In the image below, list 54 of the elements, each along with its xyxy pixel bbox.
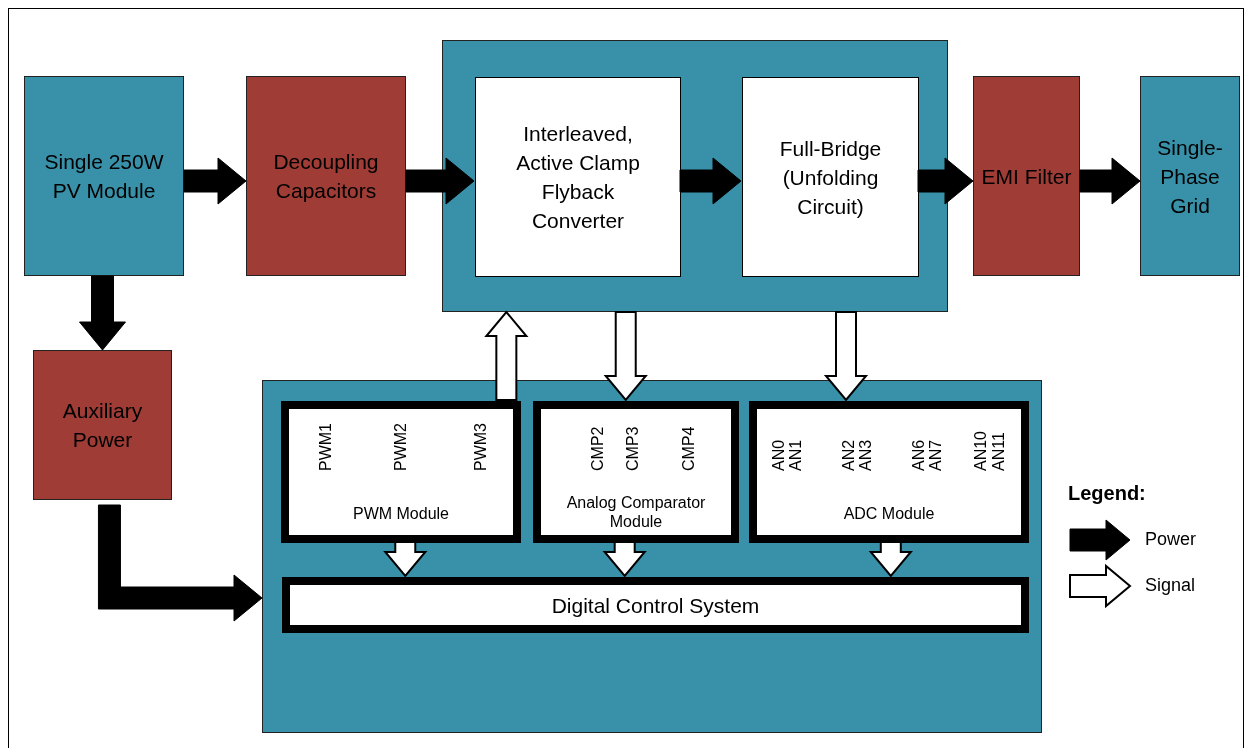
- pin-label: AN2: [840, 439, 858, 471]
- legend-title: Legend:: [1068, 482, 1146, 505]
- box-label: Interleaved, Active Clamp Flyback Converter: [515, 121, 641, 234]
- power-supply-box: [33, 350, 172, 500]
- pin-label: CMP3: [624, 426, 642, 471]
- box-label: Single-Phase Grid: [1156, 134, 1224, 219]
- box-label: Full-Bridge (Unfolding Circuit): [778, 135, 883, 220]
- power-arrow: [405, 157, 475, 205]
- pin-label: AN6: [910, 439, 928, 471]
- process-box: [742, 77, 919, 277]
- signal-arrow: [603, 311, 648, 402]
- box-label: Single 250W PV Module: [43, 149, 165, 204]
- pin-label: PWM3: [472, 423, 490, 471]
- pin-label: PWM1: [317, 423, 335, 471]
- box-label: Decoupling Capacitors: [272, 149, 380, 204]
- pin-label: AN7: [927, 439, 945, 471]
- converter-group-panel: [442, 40, 948, 312]
- pin-label: CMP4: [680, 426, 698, 471]
- capacitor-box: [246, 76, 406, 276]
- module-label: ADC Module: [842, 504, 936, 523]
- module-box: [533, 401, 739, 543]
- module-label: PWM Module: [352, 504, 450, 523]
- controller-panel: [262, 380, 1042, 733]
- pin-label: AN3: [857, 439, 875, 471]
- box-label: Auxiliary Power: [61, 398, 144, 453]
- process-box: [475, 77, 681, 277]
- grid-box: [1140, 76, 1240, 276]
- power-arrow: [183, 157, 247, 205]
- pin-label: AN1: [787, 439, 805, 471]
- module-label: Analog Comparator Module: [565, 493, 707, 531]
- power-arrow: [917, 157, 974, 205]
- module-box: [749, 401, 1029, 543]
- filter-box: [973, 76, 1080, 276]
- legend-label: Signal: [1145, 575, 1196, 596]
- box-label: EMI Filter: [981, 163, 1072, 190]
- module-box: [281, 401, 521, 543]
- pin-label: AN0: [770, 439, 788, 471]
- power-arrow: [79, 275, 126, 351]
- signal-arrow: [868, 541, 913, 578]
- legend-label: Power: [1145, 529, 1197, 550]
- power-arrow: [1079, 157, 1141, 205]
- signal-arrow: [484, 310, 529, 401]
- pin-label: PWM2: [392, 423, 410, 471]
- signal-arrow: [823, 311, 869, 402]
- power-arrow: [679, 157, 742, 205]
- process-box: [282, 577, 1029, 633]
- box-label: Digital Control System: [551, 592, 760, 619]
- pin-label: CMP2: [589, 426, 607, 471]
- pin-label: AN11: [990, 432, 1008, 471]
- source-box: [24, 76, 184, 276]
- power-arrow: [97, 504, 263, 622]
- signal-arrow: [383, 541, 428, 578]
- pin-label: AN10: [972, 430, 990, 471]
- signal-arrow: [602, 541, 647, 578]
